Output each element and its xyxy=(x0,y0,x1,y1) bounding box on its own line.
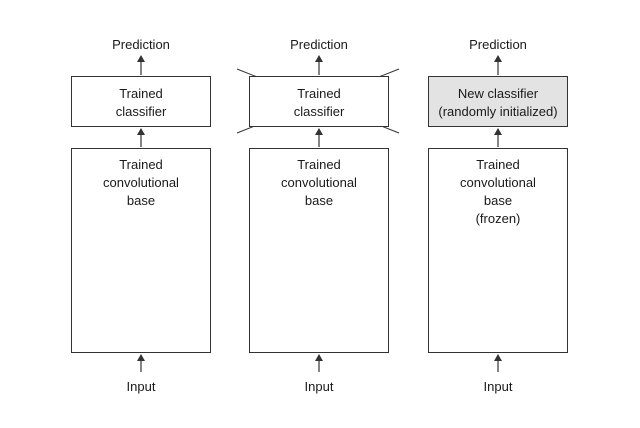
base-line: convolutional xyxy=(103,175,179,190)
classifier-line: Trained xyxy=(119,86,163,101)
classifier-line: (randomly initialized) xyxy=(438,104,558,119)
convolutional-base-box-1: Trained convolutional base xyxy=(71,148,211,353)
prediction-label-3: Prediction xyxy=(469,37,527,52)
base-line: base xyxy=(483,193,513,208)
classifier-line: classifier xyxy=(115,104,167,119)
base-line: (frozen) xyxy=(475,211,521,226)
base-line: convolutional xyxy=(460,175,536,190)
prediction-label-2: Prediction xyxy=(290,37,348,52)
discarded-classifier-box: Trained classifier xyxy=(249,76,389,127)
frozen-convolutional-base-box: Trained convolutional base (frozen) xyxy=(428,148,568,353)
input-label-3: Input xyxy=(483,379,513,394)
base-line: Trained xyxy=(476,157,520,172)
input-label-2: Input xyxy=(304,379,334,394)
base-line: convolutional xyxy=(281,175,357,190)
input-label-1: Input xyxy=(126,379,156,394)
base-line: base xyxy=(304,193,334,208)
base-line: base xyxy=(126,193,156,208)
base-line: Trained xyxy=(119,157,163,172)
trained-classifier-box-1: Trained classifier xyxy=(71,76,211,127)
convolutional-base-box-2: Trained convolutional base xyxy=(249,148,389,353)
base-line: Trained xyxy=(297,157,341,172)
new-classifier-box: New classifier (randomly initialized) xyxy=(428,76,568,127)
classifier-line: Trained xyxy=(297,86,341,101)
prediction-label-1: Prediction xyxy=(112,37,170,52)
classifier-line: New classifier xyxy=(457,86,539,101)
classifier-line: classifier xyxy=(293,104,345,119)
